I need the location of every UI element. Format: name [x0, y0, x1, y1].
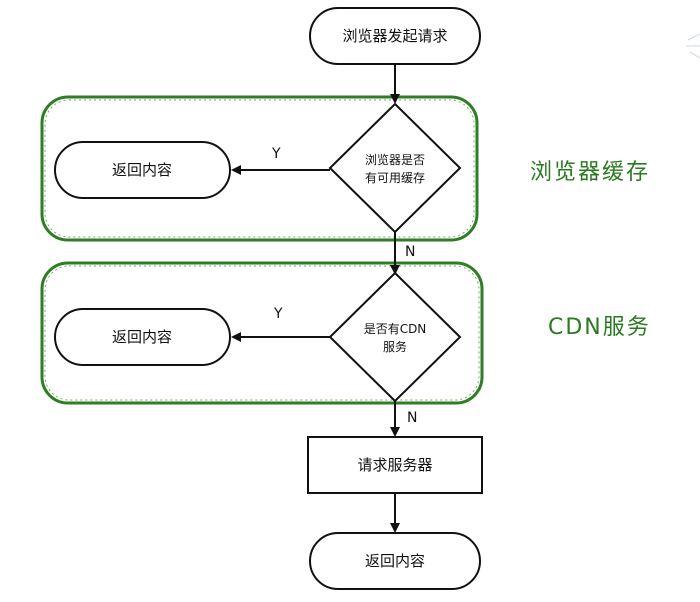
edge-label-cache-yes: Y — [271, 146, 281, 162]
node-cdn-return-label: 返回内容 — [112, 328, 172, 346]
node-cache-decision-line-2: 有可用缓存 — [365, 171, 425, 185]
group-cdn-service — [40, 261, 484, 405]
node-end-label: 返回内容 — [365, 552, 425, 570]
group-browser-cache-frame-inner — [44, 99, 475, 238]
edge-label-cache-no: N — [405, 244, 415, 260]
group-browser-cache — [40, 95, 479, 242]
node-cdn-return: 返回内容 — [54, 308, 231, 366]
node-start-label: 浏览器发起请求 — [342, 27, 447, 45]
node-cdn-decision: 是否有CDN 服务 — [328, 271, 462, 403]
node-cdn-decision-line-1: 是否有CDN — [364, 322, 427, 336]
node-start: 浏览器发起请求 — [309, 7, 481, 65]
corner-decoration — [686, 33, 700, 59]
edge-label-cdn-yes: Y — [273, 306, 283, 322]
edge-label-cdn-no: N — [407, 410, 417, 426]
node-server-label: 请求服务器 — [357, 456, 432, 474]
group-cdn-service-frame-inner — [44, 265, 480, 401]
node-cache-decision-line-1: 浏览器是否 — [365, 152, 425, 167]
node-end: 返回内容 — [309, 532, 481, 590]
edges — [231, 64, 400, 533]
node-server: 请求服务器 — [307, 436, 483, 494]
group-cdn-service-frame — [40, 261, 484, 405]
group-browser-cache-frame — [40, 95, 479, 242]
node-cache-return-label: 返回内容 — [112, 161, 172, 179]
group-label-cdn-service: CDN服务 — [548, 315, 651, 340]
node-cache-decision: 浏览器是否 有可用缓存 — [328, 102, 462, 234]
group-label-browser-cache: 浏览器缓存 — [530, 160, 650, 185]
node-cdn-decision-line-2: 服务 — [383, 339, 407, 354]
node-cache-return: 返回内容 — [54, 141, 231, 199]
